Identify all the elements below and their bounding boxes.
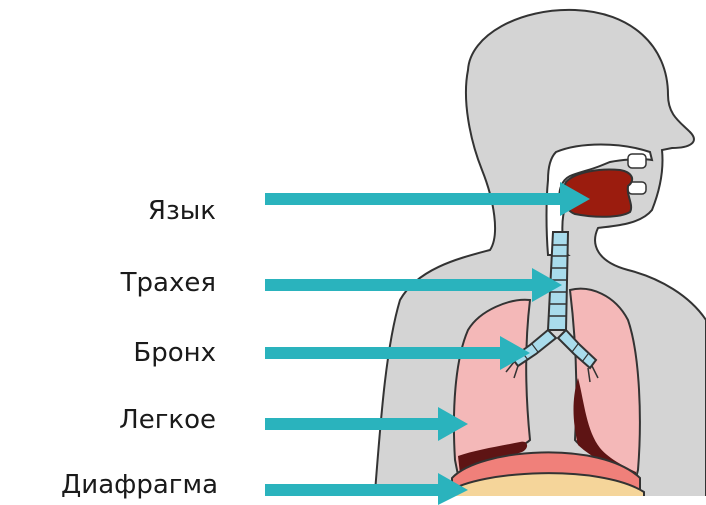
label-trachea: Трахея (121, 268, 216, 298)
upper-teeth (628, 154, 646, 168)
label-tongue: Язык (148, 196, 216, 226)
label-bronchus: Бронх (133, 338, 216, 368)
label-diaphragm: Диафрагма (61, 470, 218, 500)
body-silhouette (374, 10, 706, 505)
head-and-torso (374, 10, 706, 505)
label-lung: Легкое (119, 405, 216, 435)
